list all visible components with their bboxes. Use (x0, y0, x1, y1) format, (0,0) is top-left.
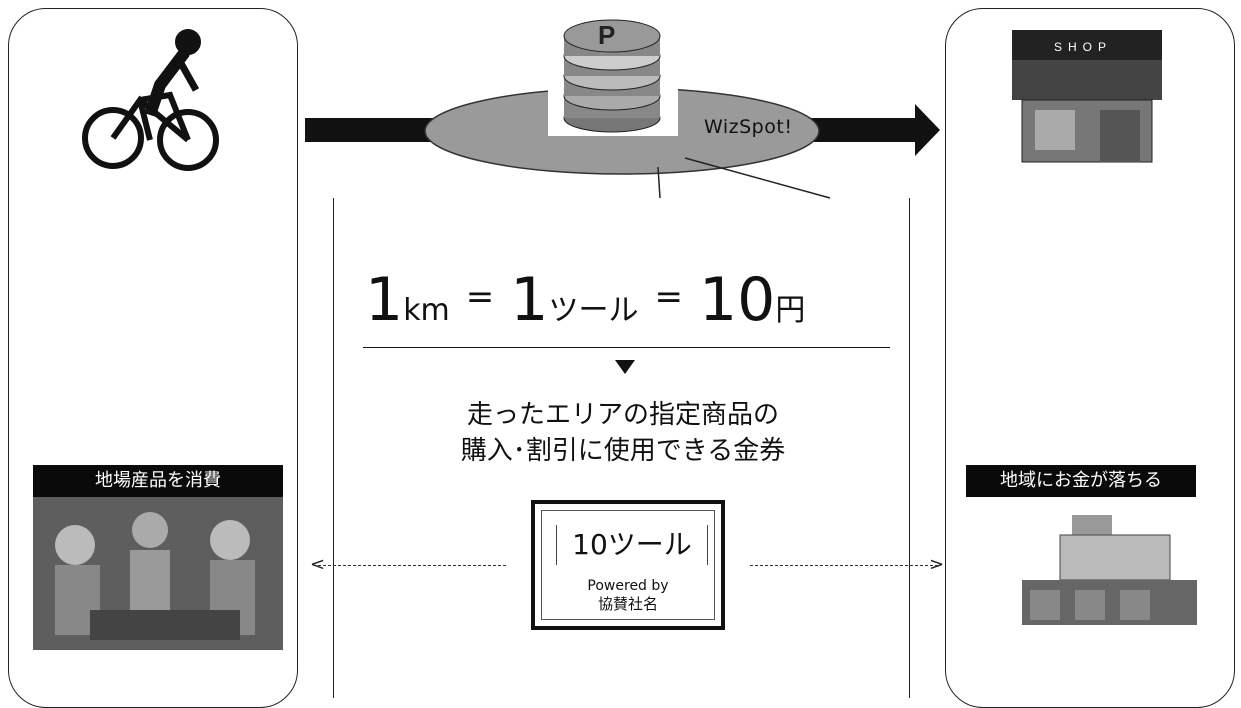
ticket-powered-by: Powered by (587, 578, 669, 594)
description-line-1: 走ったエリアの指定商品の (466, 400, 779, 430)
left-caption: 地場産品を消費 (33, 465, 283, 497)
local-products-photo (33, 497, 283, 650)
ticket-sponsor: 協賛社名 (597, 595, 658, 613)
km-value: 1 (365, 265, 404, 335)
down-triangle-icon (615, 360, 635, 374)
tool-value: 1 (510, 265, 549, 335)
description-line-2: 購入･割引に使用できる金券 (460, 436, 786, 466)
voucher-description: 走ったエリアの指定商品の 購入･割引に使用できる金券 (413, 397, 833, 469)
yen-value: 10 (698, 265, 776, 335)
right-caption: 地域にお金が落ちる (966, 465, 1196, 497)
svg-text:P: P (598, 20, 615, 50)
connector-line-left (657, 166, 661, 199)
ticket-amount: 10ツール (556, 525, 708, 565)
dashed-arrow-left (318, 565, 506, 566)
tool-unit: ツール (548, 293, 639, 328)
equals-sign-1: = (465, 277, 495, 317)
yen-unit: 円 (775, 293, 806, 328)
flow-arrowhead (915, 104, 940, 156)
equation-underline (363, 347, 890, 348)
dashed-arrow-right (750, 565, 938, 566)
brand-label: WizSpot! (704, 116, 793, 138)
center-box (333, 198, 910, 698)
equals-sign-2: = (654, 277, 683, 317)
town-building-illustration (1022, 515, 1197, 625)
connector-line-right (684, 157, 831, 199)
conversion-equation: 1km=1ツール=10円 (365, 265, 895, 345)
voucher-ticket: 10ツール Powered by 協賛社名 (531, 500, 725, 630)
shop-sign-label: SHOP (1054, 40, 1112, 54)
shop-illustration (1012, 30, 1162, 163)
km-unit: km (403, 293, 450, 328)
arrow-right-icon: > (929, 554, 945, 575)
coin-stack-icon: P (548, 8, 678, 136)
cyclist-illustration (82, 29, 219, 171)
arrow-left-icon: < (310, 554, 326, 575)
ticket-inner-border: 10ツール Powered by 協賛社名 (541, 510, 715, 620)
panel-illustrations: SHOP (33, 29, 1197, 650)
